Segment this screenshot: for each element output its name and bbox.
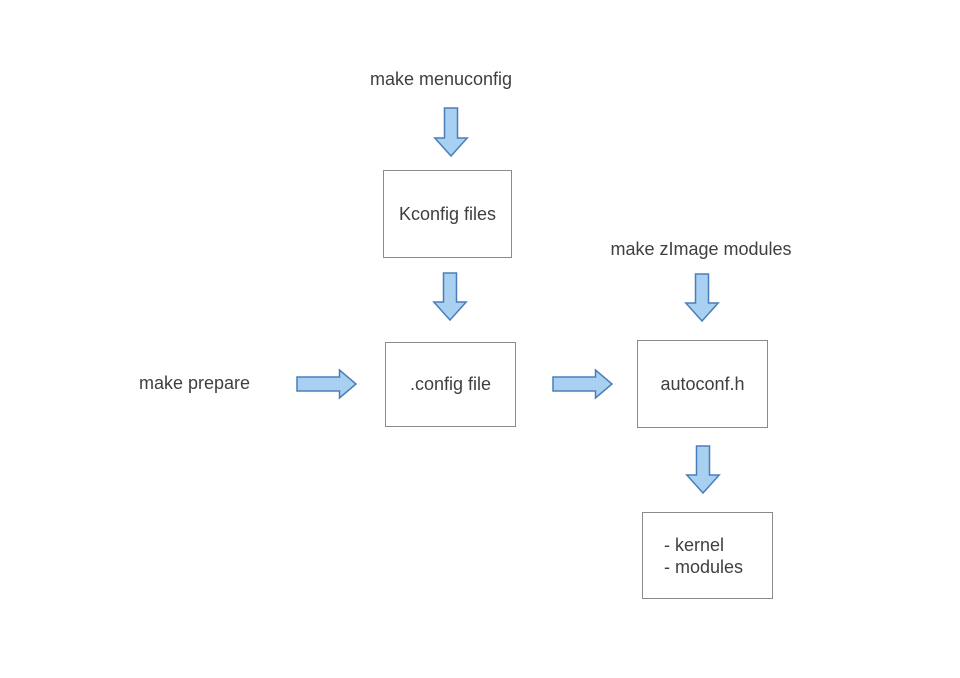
- node-kconfig-files: Kconfig files: [383, 170, 512, 258]
- node-config-file-label: .config file: [409, 374, 492, 394]
- node-config-file: .config file: [385, 342, 516, 427]
- down-arrow-zimage-to-autoconf: [684, 273, 720, 323]
- label-make-prepare: make prepare: [139, 373, 251, 393]
- node-build-outputs: - kernel - modules: [642, 512, 773, 599]
- down-arrow-kconfig-to-config: [432, 272, 468, 322]
- label-make-menuconfig: make menuconfig: [369, 69, 513, 89]
- node-autoconf-h-label: autoconf.h: [660, 373, 745, 394]
- label-make-zimage-modules: make zImage modules: [610, 239, 792, 259]
- down-arrow-autoconf-to-outputs: [685, 445, 721, 495]
- right-arrow-config-to-autoconf: [552, 368, 614, 400]
- node-kconfig-files-label: Kconfig files: [398, 203, 497, 224]
- node-build-outputs-kernel-line: - kernel: [664, 534, 725, 555]
- right-arrow-prepare-to-config: [296, 368, 358, 400]
- down-arrow-menuconfig-to-kconfig: [433, 107, 469, 158]
- node-autoconf-h: autoconf.h: [637, 340, 768, 428]
- node-build-outputs-modules-line: - modules: [664, 556, 744, 577]
